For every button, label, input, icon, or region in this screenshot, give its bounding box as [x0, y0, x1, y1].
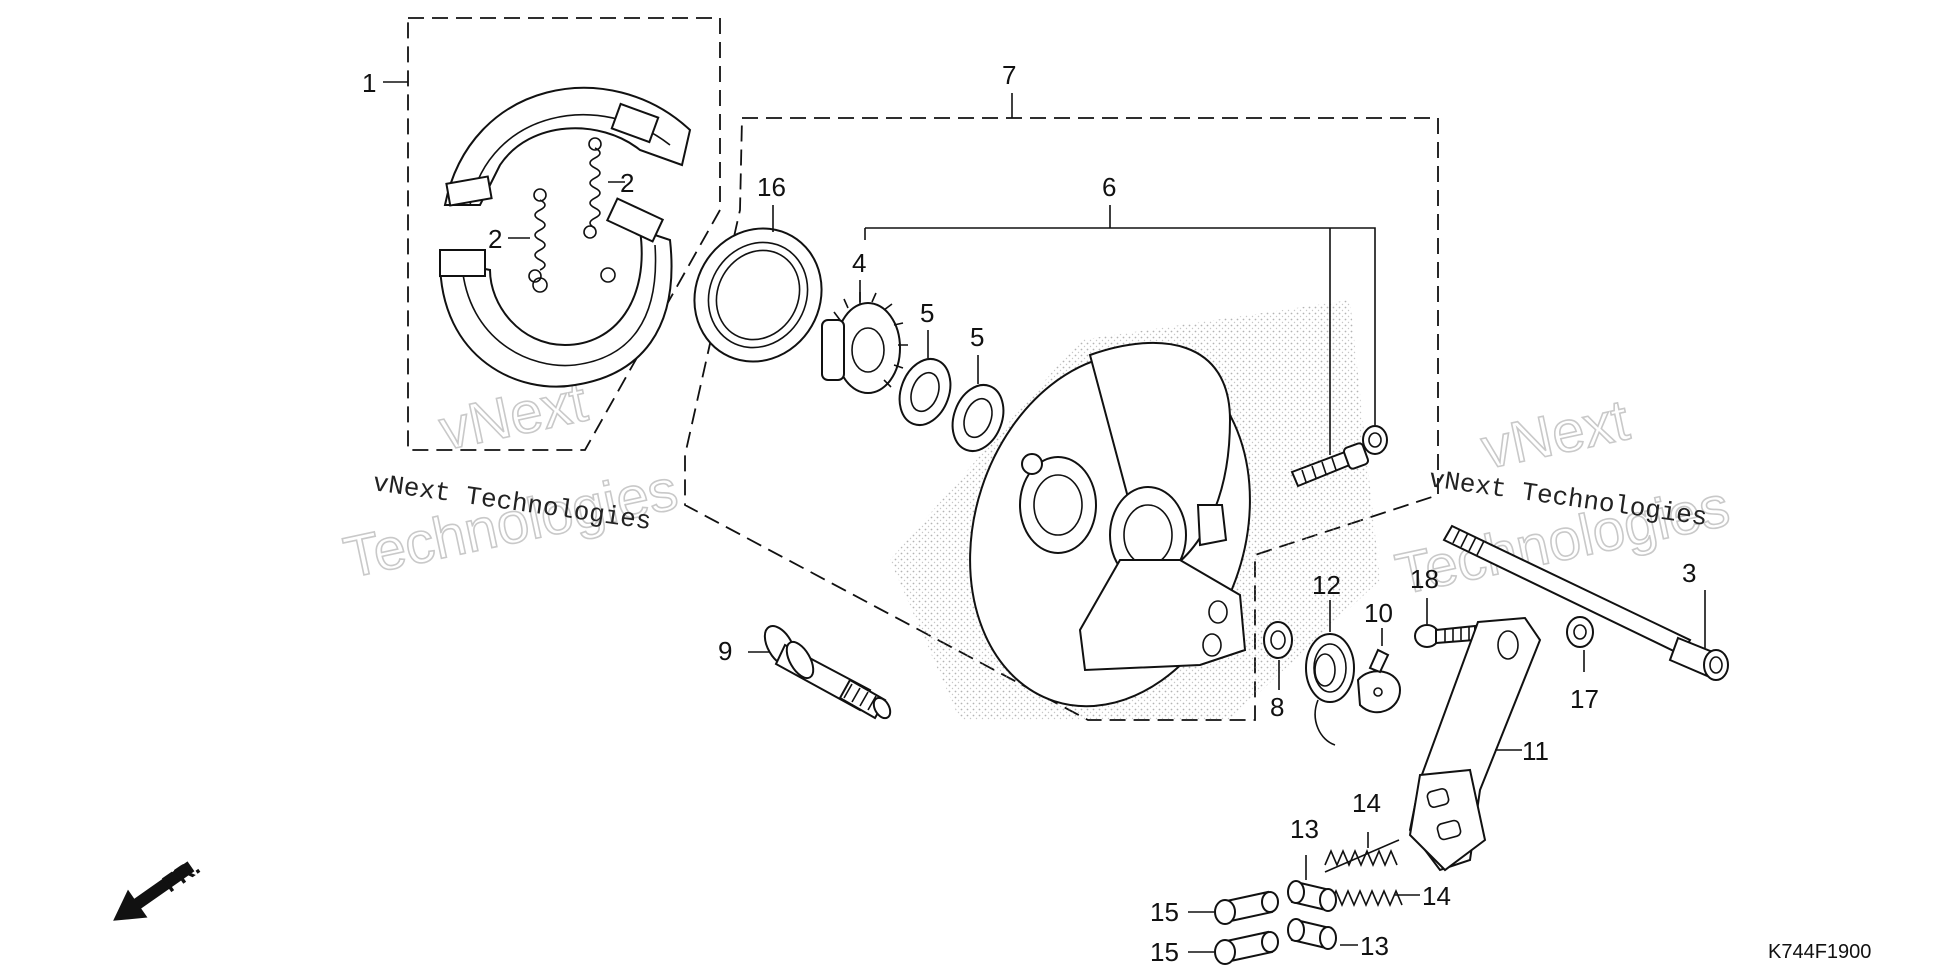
- torsion-spring: [1305, 633, 1355, 746]
- return-spring-a: [583, 137, 602, 239]
- collar-13a: [1287, 880, 1337, 912]
- callout-15a: 15: [1150, 897, 1179, 927]
- flange-bolt: [1414, 624, 1476, 648]
- brake-shoe-lower: [438, 197, 673, 388]
- brake-shoe-upper: [443, 87, 692, 207]
- callout-17: 17: [1570, 684, 1599, 714]
- callout-labels: 1 2 2 7 16 4 5 5 6 3 9 8 12 10 18 17 11 …: [362, 60, 1696, 967]
- spring-14b: [1329, 888, 1403, 908]
- watermark-big-left: vNext Technologies: [338, 368, 684, 592]
- dust-seal: [693, 227, 823, 363]
- callout-13b: 13: [1360, 931, 1389, 961]
- adjuster-cap: [1362, 425, 1388, 455]
- pin-15a: [1214, 890, 1279, 925]
- callout-14a: 14: [1352, 788, 1381, 818]
- callout-16: 16: [757, 172, 786, 202]
- callout-14b: 14: [1422, 881, 1451, 911]
- flange-nut: [1566, 616, 1594, 648]
- callout-13a: 13: [1290, 814, 1319, 844]
- spring-14a: [1324, 839, 1400, 873]
- callout-5a: 5: [920, 298, 934, 328]
- callout-2b: 2: [488, 224, 502, 254]
- callout-11: 11: [1522, 736, 1549, 766]
- small-washer: [1263, 621, 1293, 659]
- callout-7: 7: [1002, 60, 1016, 90]
- adjuster-bolt: [1290, 442, 1370, 488]
- return-spring-b: [528, 188, 547, 283]
- brake-panel: [890, 300, 1380, 720]
- front-direction-arrow: [113, 861, 195, 921]
- diagram-code: K744F1900: [1768, 941, 1871, 963]
- callout-5b: 5: [970, 322, 984, 352]
- pivot-bolt: [763, 625, 892, 720]
- axle-shaft: [1442, 524, 1729, 681]
- callout-12: 12: [1312, 570, 1341, 600]
- washer-b: [951, 384, 1005, 452]
- callout-2a: 2: [620, 168, 634, 198]
- callout-6: 6: [1102, 172, 1116, 202]
- gear: [821, 292, 908, 394]
- callout-1: 1: [362, 68, 376, 98]
- watermark-vnext-right: vNext: [1476, 387, 1635, 481]
- callout-4: 4: [852, 248, 866, 278]
- collar-13b: [1287, 918, 1337, 950]
- pin-15b: [1214, 930, 1279, 965]
- callout-8: 8: [1270, 692, 1284, 722]
- callout-9: 9: [718, 636, 732, 666]
- washer-a: [898, 358, 952, 426]
- indicator-plate: [1356, 648, 1402, 714]
- callout-15b: 15: [1150, 937, 1179, 966]
- callout-3: 3: [1682, 558, 1696, 588]
- brake-arm: [1408, 616, 1542, 872]
- leader-lines: [383, 81, 1706, 953]
- callout-18: 18: [1410, 564, 1439, 594]
- callout-10: 10: [1364, 598, 1393, 628]
